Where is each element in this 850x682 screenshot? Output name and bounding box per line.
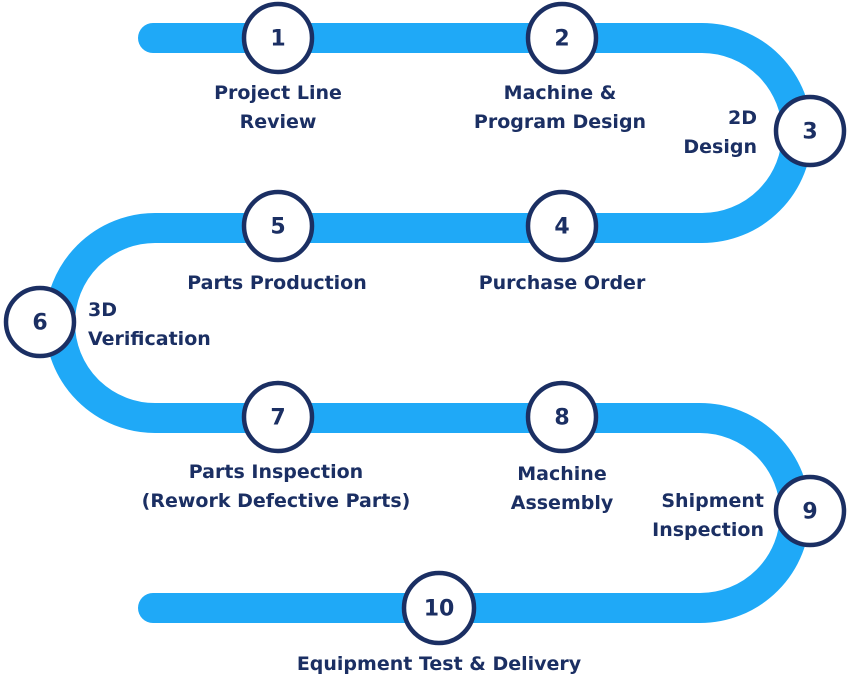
step-label-line: Assembly — [511, 492, 614, 514]
step-label-line: Shipment — [661, 490, 764, 512]
step-circle-3 — [773, 94, 847, 168]
step-number-3: 3 — [802, 120, 817, 145]
step-label-line: 2D — [728, 107, 757, 129]
step-label-line: Design — [683, 136, 757, 158]
step-label-3: 2D Design — [683, 107, 757, 158]
step-label-line: Parts Production — [187, 272, 367, 294]
step-number-10: 10 — [424, 597, 455, 622]
step-circle-2 — [525, 1, 599, 75]
step-label-line: Machine & — [504, 82, 617, 104]
step-label-line: (Rework Defective Parts) — [142, 490, 411, 512]
step-circle-5 — [241, 189, 315, 263]
step-node-6: 6 — [3, 285, 77, 359]
step-node-5: 5 — [241, 189, 315, 263]
step-node-9: 9 — [773, 474, 847, 548]
step-number-7: 7 — [270, 406, 285, 431]
step-node-4: 4 — [525, 189, 599, 263]
step-circle-9 — [773, 474, 847, 548]
step-label-5: Parts Production — [187, 272, 367, 294]
step-label-line: Parts Inspection — [189, 461, 363, 483]
step-circle-10 — [401, 570, 477, 646]
step-label-line: Purchase Order — [479, 272, 646, 294]
step-label-line: Project Line — [214, 82, 342, 104]
step-label-line: Inspection — [652, 519, 764, 541]
step-label-4: Purchase Order — [479, 272, 646, 294]
step-number-2: 2 — [554, 27, 569, 52]
step-circle-1 — [241, 1, 315, 75]
step-circle-8 — [525, 380, 599, 454]
step-label-2: Machine & Program Design — [474, 82, 646, 133]
step-circle-7 — [241, 380, 315, 454]
step-label-line: Review — [240, 111, 317, 133]
step-label-line: 3D — [88, 299, 117, 321]
step-number-6: 6 — [32, 311, 47, 336]
step-node-7: 7 — [241, 380, 315, 454]
step-number-8: 8 — [554, 406, 569, 431]
step-label-10: Equipment Test & Delivery — [297, 653, 582, 675]
step-number-9: 9 — [802, 500, 817, 525]
step-label-line: Program Design — [474, 111, 646, 133]
step-circle-6 — [3, 285, 77, 359]
step-node-10: 10 — [401, 570, 477, 646]
step-label-7: Parts Inspection (Rework Defective Parts) — [142, 461, 411, 512]
step-circle-4 — [525, 189, 599, 263]
step-label-line: Equipment Test & Delivery — [297, 653, 582, 675]
step-node-3: 3 — [773, 94, 847, 168]
step-number-5: 5 — [270, 215, 285, 240]
step-node-8: 8 — [525, 380, 599, 454]
step-label-line: Verification — [88, 328, 211, 350]
step-number-4: 4 — [554, 215, 569, 240]
step-node-1: 1 — [241, 1, 315, 75]
step-number-1: 1 — [270, 27, 285, 52]
step-label-6: 3D Verification — [88, 299, 211, 350]
step-label-line: Machine — [517, 463, 606, 485]
step-node-2: 2 — [525, 1, 599, 75]
